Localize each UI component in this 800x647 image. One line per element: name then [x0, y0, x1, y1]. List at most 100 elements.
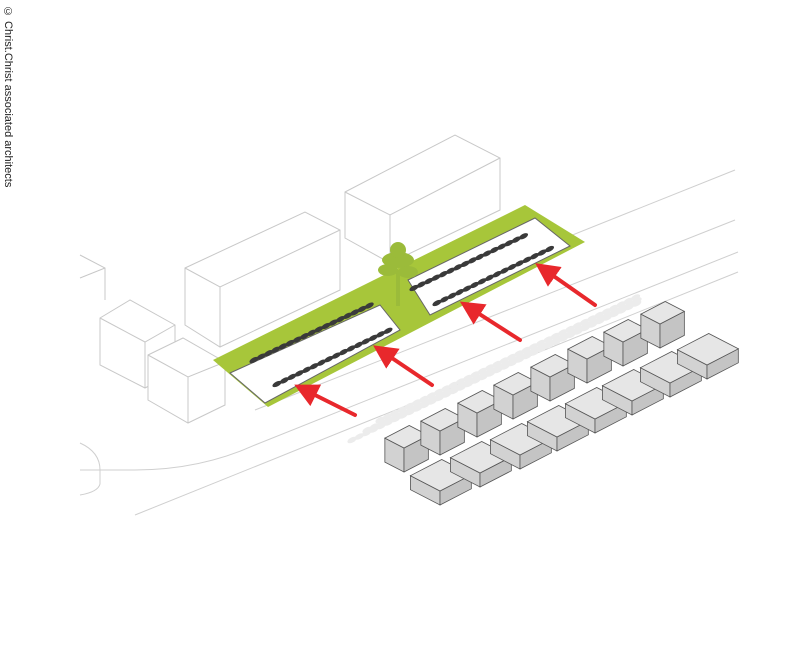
- ghost-car-icon: [442, 388, 452, 395]
- car-icon: [299, 333, 309, 340]
- ghost-car-icon: [347, 436, 357, 444]
- ghost-car-icon: [566, 328, 576, 336]
- car-icon: [469, 281, 480, 289]
- car-icon: [475, 253, 485, 261]
- car-icon: [537, 249, 547, 256]
- ghost-car-icon: [601, 308, 611, 315]
- car-icon: [445, 267, 456, 274]
- car-icon: [431, 274, 441, 281]
- ghost-car-icon: [579, 318, 589, 326]
- ghost-car-icon: [610, 307, 620, 315]
- car-icon: [361, 338, 371, 345]
- ghost-car-icon: [484, 364, 495, 371]
- car-icon: [447, 292, 457, 299]
- ghost-car-icon: [391, 412, 401, 420]
- ghost-car-icon: [377, 419, 387, 427]
- car-icon: [357, 305, 367, 313]
- ghost-car-icon: [537, 342, 547, 350]
- ghost-car-icon: [623, 297, 633, 305]
- ghost-car-icon: [398, 409, 409, 416]
- ghost-car-icon: [530, 346, 540, 353]
- relocation-arrows: [294, 263, 597, 417]
- parking-module-icon: [602, 319, 649, 367]
- ghost-car-icon: [543, 336, 553, 343]
- ghost-car-icon: [397, 406, 407, 413]
- car-icon: [256, 353, 266, 360]
- ghost-car-icon: [521, 346, 531, 354]
- ghost-car-icon: [463, 374, 473, 382]
- ghost-car-icon: [574, 325, 584, 332]
- ghost-car-icon: [455, 378, 465, 385]
- ghost-car-icon: [464, 377, 474, 385]
- ghost-car-icon: [616, 301, 626, 308]
- car-icon: [353, 341, 363, 349]
- car-icon: [271, 346, 281, 353]
- car-icon: [497, 243, 507, 250]
- ghost-car-icon: [587, 315, 597, 322]
- ghost-car-icon: [594, 311, 604, 319]
- red-arrow-icon: [294, 384, 357, 417]
- car-icon: [324, 355, 334, 363]
- ghost-car-icon: [557, 329, 568, 336]
- car-icon: [335, 316, 345, 323]
- ghost-car-icon: [419, 395, 429, 403]
- ghost-car-icon: [514, 350, 524, 357]
- ghost-car-icon: [441, 385, 451, 392]
- car-icon: [432, 299, 442, 307]
- parking-lots: [229, 217, 571, 404]
- car-icon: [460, 260, 470, 268]
- ghost-car-icon: [632, 297, 642, 304]
- car-icon: [416, 281, 426, 288]
- red-arrow-icon: [459, 301, 522, 342]
- car-icon: [424, 277, 434, 285]
- ghost-car-icon: [630, 294, 641, 301]
- car-icon: [350, 309, 360, 316]
- ghost-car-icon: [390, 409, 400, 417]
- parking-module-icon: [383, 425, 430, 473]
- parking-module-icon: [566, 336, 613, 384]
- car-icon: [462, 285, 472, 292]
- ghost-car-icon: [499, 357, 509, 364]
- ghost-car-icon: [559, 332, 569, 339]
- ghost-car-icon: [550, 332, 560, 340]
- ghost-car-icon: [433, 388, 443, 396]
- car-icon: [467, 257, 477, 264]
- car-icon: [287, 373, 297, 381]
- car-icon: [453, 264, 463, 271]
- ghost-car-icon: [375, 416, 385, 424]
- ghost-car-icon: [382, 413, 392, 420]
- car-icon: [321, 322, 331, 330]
- car-icon: [489, 246, 499, 254]
- ghost-car-icon: [428, 395, 438, 402]
- car-icon: [294, 370, 304, 377]
- red-arrow-icon: [535, 263, 597, 307]
- ghost-car-icon: [479, 370, 489, 378]
- car-icon: [511, 236, 521, 243]
- ghost-car-icon: [617, 304, 628, 311]
- ghost-car-icon: [508, 356, 518, 364]
- car-icon: [314, 326, 324, 333]
- parking-modules: [383, 301, 740, 506]
- car-icon: [316, 359, 326, 366]
- car-icon: [279, 377, 289, 384]
- ghost-car-icon: [435, 391, 445, 399]
- red-arrow-icon: [373, 345, 434, 387]
- car-icon: [339, 348, 349, 356]
- copyright-credit: © Christ.Christ associated architects: [2, 6, 14, 188]
- ghost-car-icon: [426, 392, 436, 399]
- ghost-car-icon: [625, 300, 635, 308]
- ghost-car-icon: [404, 402, 414, 410]
- palm-tree-icon: [378, 242, 418, 306]
- car-icon: [292, 336, 302, 343]
- car-icon: [522, 256, 532, 263]
- car-icon: [518, 233, 529, 240]
- parking-module-icon: [419, 408, 466, 456]
- car-icon: [409, 284, 419, 292]
- ghost-car-icon: [362, 426, 372, 434]
- parking-module-icon: [676, 333, 740, 380]
- ghost-car-icon: [470, 371, 480, 378]
- ghost-car-icon: [536, 339, 546, 347]
- ghost-car-icon: [565, 325, 575, 333]
- car-icon: [272, 380, 282, 388]
- ghost-car-icon: [581, 321, 591, 329]
